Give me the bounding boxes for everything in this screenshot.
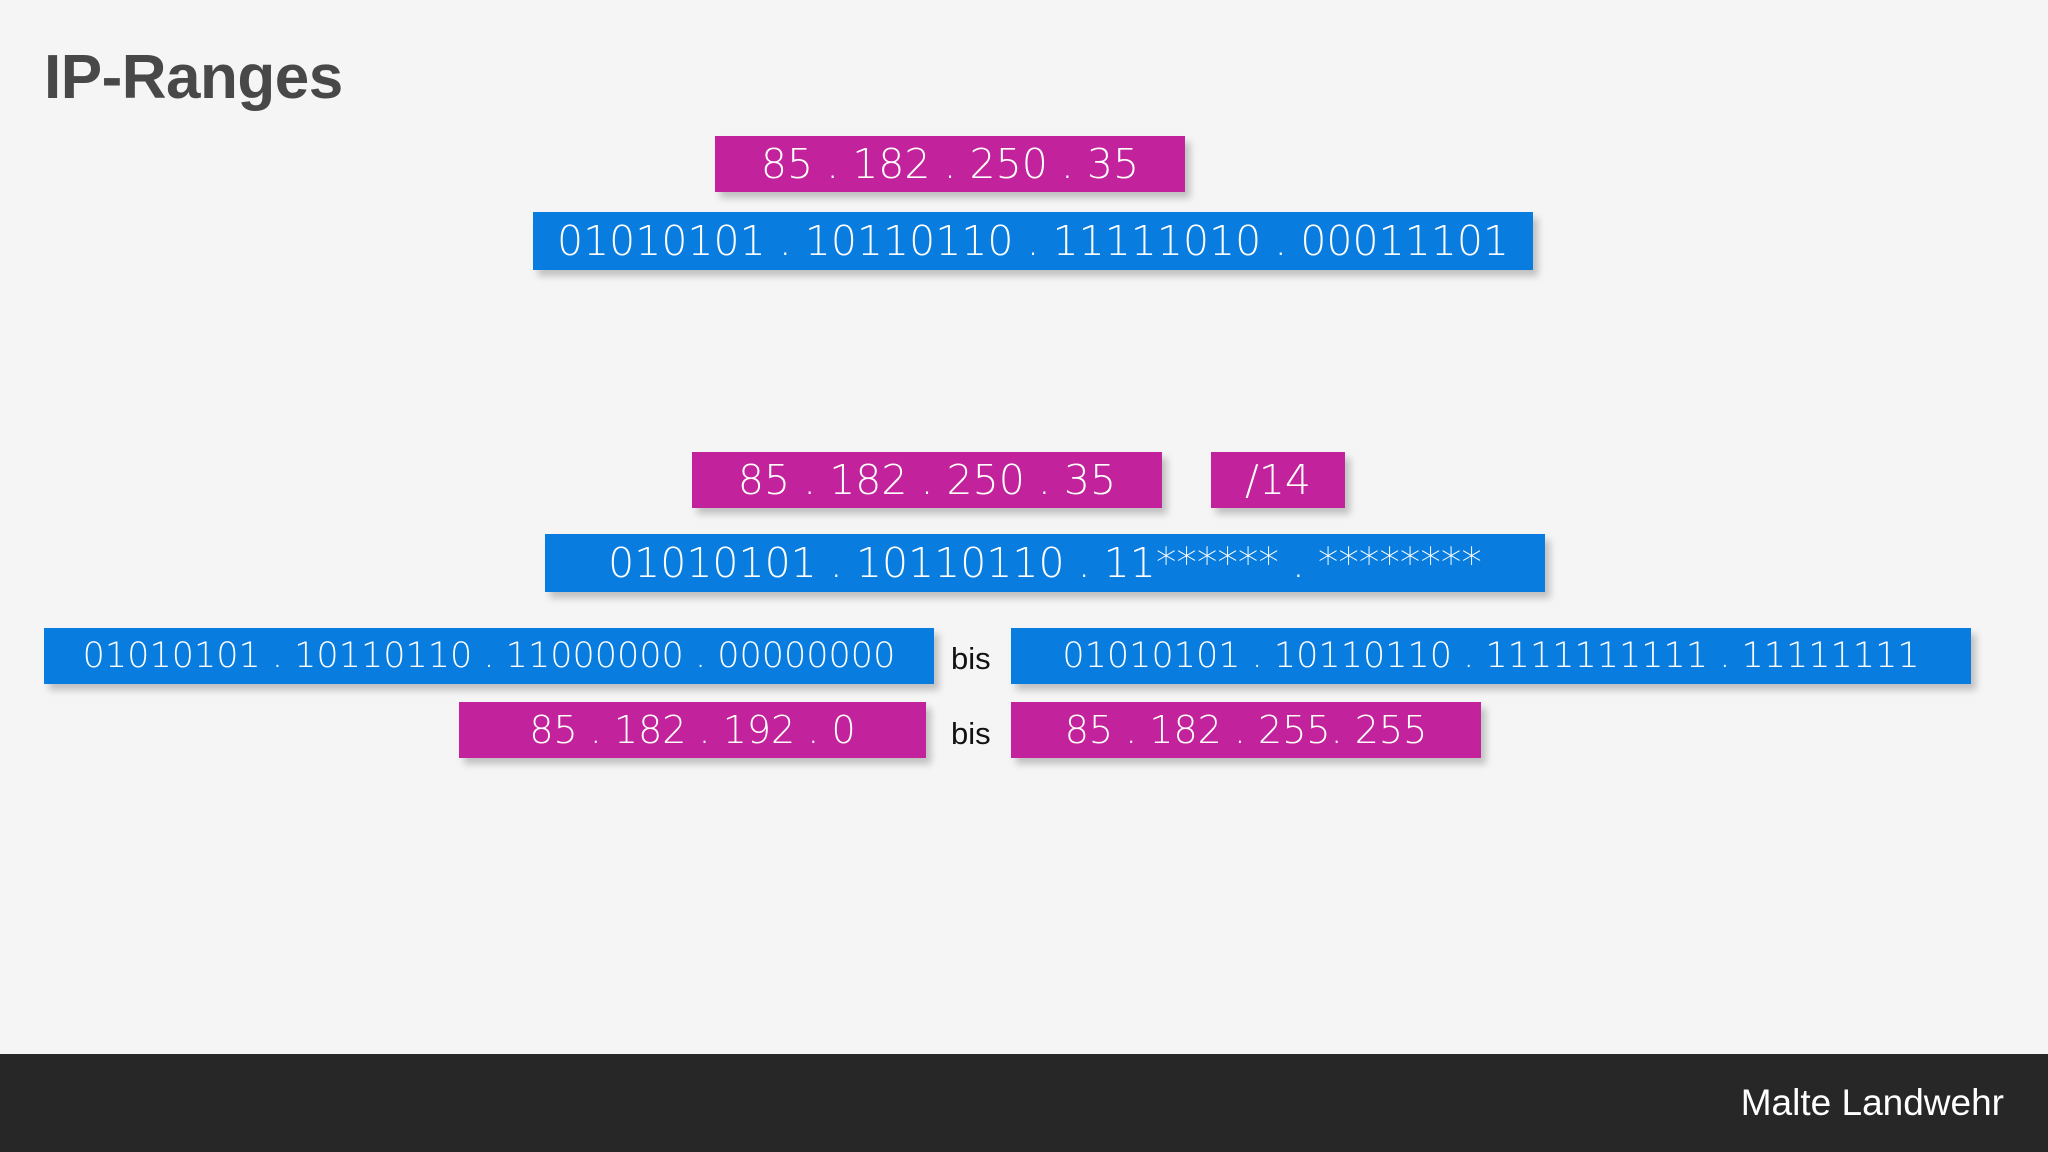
range-decimal-end-chip: 85 . 182 . 255. 255 <box>1011 702 1481 758</box>
footer-author-name: Malte Landwehr <box>1740 1082 2004 1123</box>
page-title: IP-Ranges <box>44 43 343 112</box>
single-ip-decimal-chip: 85 . 182 . 250 . 35 <box>715 136 1185 192</box>
cidr-prefix-chip: /14 <box>1211 452 1345 508</box>
range-binary-start-chip: 01010101 . 10110110 . 11000000 . 0000000… <box>44 628 934 684</box>
range-binary-separator-label: bis <box>951 641 991 676</box>
range-decimal-separator-label: bis <box>951 716 991 751</box>
footer-bar: Malte Landwehr <box>0 1054 2048 1152</box>
range-binary-end-chip: 01010101 . 10110110 . 1111111111 . 11111… <box>1011 628 1971 684</box>
cidr-binary-masked-chip: 01010101 . 10110110 . 11****** . *******… <box>545 534 1545 592</box>
single-ip-binary-chip: 01010101 . 10110110 . 11111010 . 0001110… <box>533 212 1533 270</box>
cidr-ip-decimal-chip: 85 . 182 . 250 . 35 <box>692 452 1162 508</box>
range-decimal-start-chip: 85 . 182 . 192 . 0 <box>459 702 926 758</box>
